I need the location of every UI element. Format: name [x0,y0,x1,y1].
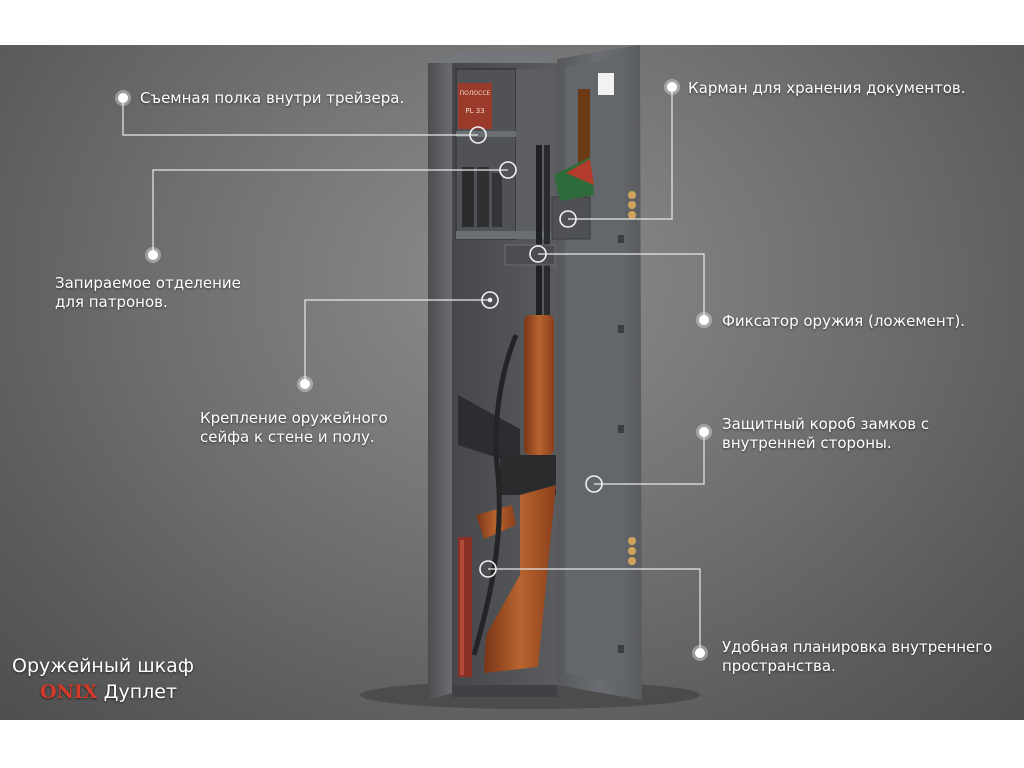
callout-mount: Крепление оружейного сейфа к стене и пол… [200,409,388,447]
pocket-bottle [578,89,590,175]
safe-top [428,53,560,63]
callout-layout: Удобная планировка внутреннего пространс… [722,638,992,676]
second-gun-highlight [460,540,464,675]
callout-lockbox: Защитный короб замков с внутренней сторо… [722,415,929,453]
callout-layout-line-1: Удобная планировка внутреннего [722,638,993,656]
product-brand: ONIX [40,681,98,703]
safe-left-wall [428,53,452,700]
callout-pocket-line-1: Карман для хранения документов. [688,79,966,97]
ammo-box-model: PL 33 [465,107,484,115]
line-layout [488,568,701,653]
callout-ammo-line-1: Запираемое отделение [55,274,241,292]
callout-holder-line-1: Фиксатор оружия (ложемент). [722,312,966,330]
target-markers [469,126,603,578]
callout-shelf-line-1: Съемная полка внутри трейзера. [140,89,405,107]
label-bullets [115,79,712,661]
ammo-box-brand: ПОЛОССЕ [460,90,491,97]
magazine-1 [462,167,474,227]
product-title-line-2: ONIX Дуплет [12,679,194,705]
callout-lockbox-line-1: Защитный короб замков с [722,415,930,433]
product-model: Дуплет [103,681,178,703]
magazine-3 [492,173,502,227]
callout-layout-line-2: пространства. [722,657,836,675]
magazine-2 [477,167,489,227]
pocket-cloth-red [566,159,594,185]
lower-lock [628,537,636,565]
door-sticker [598,73,614,95]
callout-shelf: Съемная полка внутри трейзера. [140,89,404,108]
safe-illustration: ПОЛОССЕ PL 33 [115,45,712,709]
callout-lockbox-line-2: внутренней стороны. [722,434,892,452]
rifle-handguard [524,315,554,455]
upper-lock [628,191,636,219]
line-lockbox [594,432,705,485]
door-bolts [618,235,624,653]
line-holder [538,253,705,320]
callout-ammo: Запираемое отделение для патронов. [55,274,241,312]
product-infographic: ПОЛОССЕ PL 33 [0,45,1024,720]
line-mount [304,299,490,384]
rifle-magazine [458,395,520,465]
compartment-floor [456,231,556,239]
line-ammo [152,169,508,255]
line-shelf [122,98,478,136]
ammo-box [458,83,492,129]
callout-mount-line-2: сейфа к стене и полу. [200,428,375,446]
callout-mount-line-1: Крепление оружейного [200,409,388,427]
safe-bottom [452,685,557,697]
product-title-line-1: Оружейный шкаф [12,655,194,677]
rifle-grip [476,505,516,539]
callout-lines [122,87,705,653]
callout-ammo-line-2: для патронов. [55,293,168,311]
callout-pocket: Карман для хранения документов. [688,79,966,98]
rifle-sling [471,334,519,656]
product-title: Оружейный шкаф ONIX Дуплет [12,653,194,705]
callout-holder: Фиксатор оружия (ложемент). [722,312,965,331]
door-inner-panel [565,57,626,685]
rifle-stock [484,485,556,673]
document-pocket [551,196,591,240]
line-pocket [568,87,673,220]
